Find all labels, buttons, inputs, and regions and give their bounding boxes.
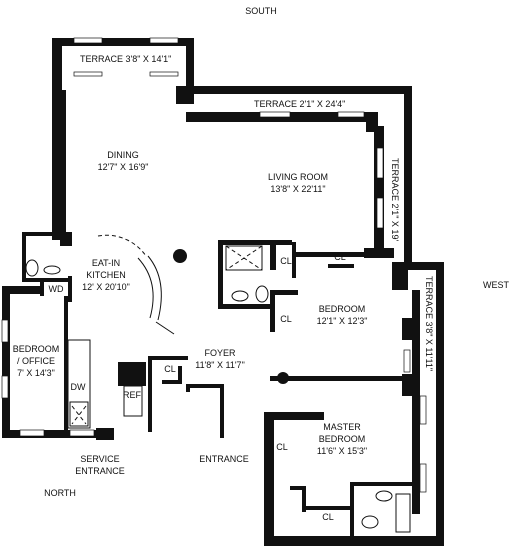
dishwasher-label: DW	[71, 382, 86, 392]
washer-dryer-label: WD	[49, 284, 64, 294]
service-entrance-label-1: SERVICE	[80, 454, 119, 464]
dining-dims: 12'7" X 16'9"	[98, 162, 149, 172]
toilet-icon	[25, 259, 39, 277]
dining-label: DINING	[107, 150, 139, 160]
closet-label: CL	[280, 256, 292, 266]
living-room-label: LIVING ROOM	[268, 172, 328, 182]
toilet-icon	[361, 515, 379, 529]
sink-icon	[375, 490, 393, 502]
bedroom-dims: 12'1" X 12'3"	[317, 316, 368, 326]
closet-label: CL	[276, 442, 288, 452]
compass-north: NORTH	[44, 488, 76, 498]
master-bedroom-dims: 11'6" X 15'3"	[317, 446, 367, 456]
closet-label: CL	[334, 252, 346, 262]
kitchen-label-2: KITCHEN	[86, 270, 126, 280]
terrace-long-label: TERRACE 2'1" X 24'4"	[254, 99, 345, 109]
kitchen-dims: 12' X 20'10"	[82, 282, 130, 292]
bedroom-office-dims: 7' X 14'3"	[17, 368, 55, 378]
column-icon	[173, 249, 187, 263]
bedroom-office-label-2: / OFFICE	[17, 356, 55, 366]
bedroom-label: BEDROOM	[319, 304, 366, 314]
closet-label: CL	[322, 512, 334, 522]
bedroom-office-label-1: BEDROOM	[13, 344, 60, 354]
closet-label: CL	[164, 364, 176, 374]
stove-icon	[69, 401, 89, 427]
entrance-label: ENTRANCE	[199, 454, 249, 464]
sink-icon	[231, 290, 249, 302]
refrigerator-icon	[123, 385, 143, 417]
terrace-side-label: TERRACE 2'1" X 19'	[390, 158, 400, 241]
fixtures	[25, 234, 411, 533]
master-bedroom-label-2: BEDROOM	[319, 434, 366, 444]
master-bedroom-label-1: MASTER	[323, 422, 361, 432]
kitchen-label-1: EAT-IN	[92, 258, 120, 268]
foyer-dims: 11'8" X 11'7"	[195, 360, 245, 370]
windows	[1, 37, 427, 493]
sink-icon	[43, 265, 61, 275]
closet-label: CL	[280, 314, 292, 324]
toilet-icon	[255, 285, 269, 303]
bathtub-icon	[395, 493, 411, 533]
foyer-label: FOYER	[204, 348, 236, 358]
living-room-dims: 13'8" X 22'11"	[270, 184, 325, 194]
compass-south: SOUTH	[245, 6, 277, 16]
terrace-west-label: TERRACE 3'8" X 11'11"	[424, 276, 434, 371]
interior-walls	[22, 232, 412, 536]
compass-west: WEST	[483, 280, 510, 290]
terrace-top-label: TERRACE 3'8" X 14'1"	[80, 54, 171, 64]
refrigerator-label: REF	[123, 390, 142, 400]
service-entrance-label-2: ENTRANCE	[75, 466, 125, 476]
